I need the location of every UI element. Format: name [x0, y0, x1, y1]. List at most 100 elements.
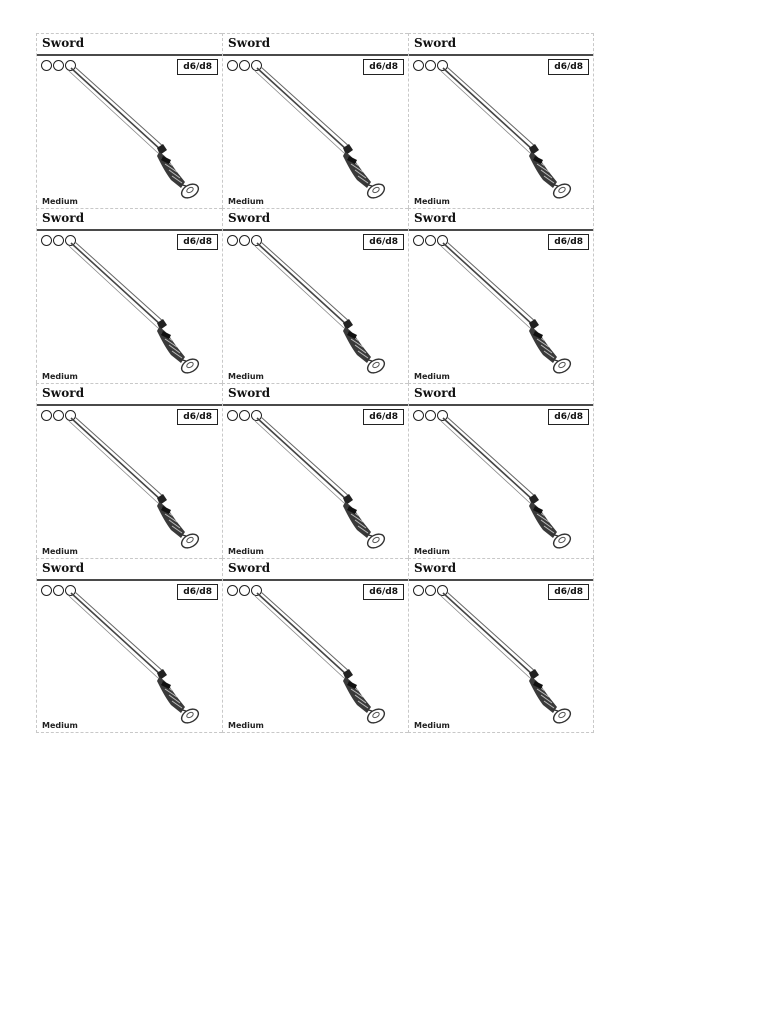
title-divider	[37, 579, 222, 581]
sword-image	[68, 591, 200, 724]
item-card: Sword d6/d8 Medium	[36, 558, 222, 733]
dice-badge: d6/d8	[363, 584, 404, 600]
item-card: Sword d6/d8 Medium	[408, 33, 594, 208]
usage-circles	[227, 235, 263, 246]
dice-badge: d6/d8	[363, 234, 404, 250]
usage-circle[interactable]	[65, 410, 76, 421]
dice-badge: d6/d8	[548, 584, 589, 600]
usage-circle[interactable]	[413, 235, 424, 246]
usage-circle[interactable]	[239, 585, 250, 596]
size-label: Medium	[42, 547, 78, 556]
item-card: Sword d6/d8 Medium	[36, 383, 222, 558]
dice-badge: d6/d8	[177, 59, 218, 75]
title-divider	[409, 404, 593, 406]
usage-circles	[413, 235, 449, 246]
size-label: Medium	[414, 197, 450, 206]
usage-circle[interactable]	[41, 410, 52, 421]
usage-circle[interactable]	[413, 585, 424, 596]
usage-circles	[227, 60, 263, 71]
usage-circle[interactable]	[251, 235, 262, 246]
usage-circles	[41, 235, 77, 246]
usage-circle[interactable]	[227, 60, 238, 71]
title-divider	[37, 229, 222, 231]
usage-circle[interactable]	[425, 410, 436, 421]
dice-badge: d6/d8	[548, 409, 589, 425]
dice-badge: d6/d8	[177, 234, 218, 250]
card-title: Sword	[414, 211, 457, 225]
card-title: Sword	[414, 386, 457, 400]
usage-circle[interactable]	[425, 60, 436, 71]
item-card: Sword d6/d8 Medium	[222, 383, 408, 558]
usage-circle[interactable]	[251, 60, 262, 71]
card-title: Sword	[414, 36, 457, 50]
usage-circle[interactable]	[425, 235, 436, 246]
card-title: Sword	[228, 211, 271, 225]
size-label: Medium	[414, 547, 450, 556]
sword-image	[254, 241, 386, 374]
title-divider	[223, 404, 408, 406]
usage-circle[interactable]	[413, 60, 424, 71]
sword-image	[68, 66, 200, 199]
usage-circle[interactable]	[413, 410, 424, 421]
card-title: Sword	[228, 36, 271, 50]
sword-image	[440, 241, 572, 374]
size-label: Medium	[228, 547, 264, 556]
usage-circle[interactable]	[65, 235, 76, 246]
usage-circle[interactable]	[53, 235, 64, 246]
title-divider	[409, 54, 593, 56]
usage-circles	[227, 585, 263, 596]
size-label: Medium	[42, 372, 78, 381]
usage-circle[interactable]	[53, 410, 64, 421]
usage-circles	[41, 410, 77, 421]
size-label: Medium	[228, 721, 264, 730]
usage-circle[interactable]	[239, 60, 250, 71]
card-title: Sword	[42, 561, 85, 575]
sword-image	[440, 591, 572, 724]
usage-circle[interactable]	[437, 410, 448, 421]
title-divider	[223, 229, 408, 231]
sword-image	[68, 241, 200, 374]
usage-circle[interactable]	[41, 585, 52, 596]
title-divider	[37, 404, 222, 406]
dice-badge: d6/d8	[363, 59, 404, 75]
dice-badge: d6/d8	[177, 409, 218, 425]
usage-circle[interactable]	[53, 60, 64, 71]
sword-image	[254, 591, 386, 724]
usage-circle[interactable]	[227, 410, 238, 421]
item-card: Sword d6/d8 Medium	[408, 383, 594, 558]
usage-circle[interactable]	[41, 235, 52, 246]
usage-circle[interactable]	[65, 585, 76, 596]
usage-circle[interactable]	[53, 585, 64, 596]
usage-circle[interactable]	[437, 585, 448, 596]
item-card: Sword d6/d8 Medium	[36, 208, 222, 383]
usage-circle[interactable]	[227, 235, 238, 246]
usage-circle[interactable]	[227, 585, 238, 596]
card-title: Sword	[228, 561, 271, 575]
title-divider	[37, 54, 222, 56]
sword-image	[68, 416, 200, 549]
card-title: Sword	[414, 561, 457, 575]
usage-circle[interactable]	[437, 60, 448, 71]
title-divider	[409, 579, 593, 581]
usage-circle[interactable]	[41, 60, 52, 71]
usage-circle[interactable]	[425, 585, 436, 596]
size-label: Medium	[414, 372, 450, 381]
usage-circle[interactable]	[239, 235, 250, 246]
usage-circles	[41, 585, 77, 596]
item-card: Sword d6/d8 Medium	[222, 208, 408, 383]
card-title: Sword	[42, 386, 85, 400]
item-card: Sword d6/d8 Medium	[408, 208, 594, 383]
usage-circle[interactable]	[251, 585, 262, 596]
usage-circle[interactable]	[65, 60, 76, 71]
card-title: Sword	[42, 211, 85, 225]
title-divider	[223, 579, 408, 581]
usage-circles	[41, 60, 77, 71]
usage-circle[interactable]	[437, 235, 448, 246]
usage-circles	[413, 585, 449, 596]
title-divider	[409, 229, 593, 231]
size-label: Medium	[42, 197, 78, 206]
usage-circle[interactable]	[251, 410, 262, 421]
usage-circles	[413, 60, 449, 71]
usage-circle[interactable]	[239, 410, 250, 421]
usage-circles	[227, 410, 263, 421]
